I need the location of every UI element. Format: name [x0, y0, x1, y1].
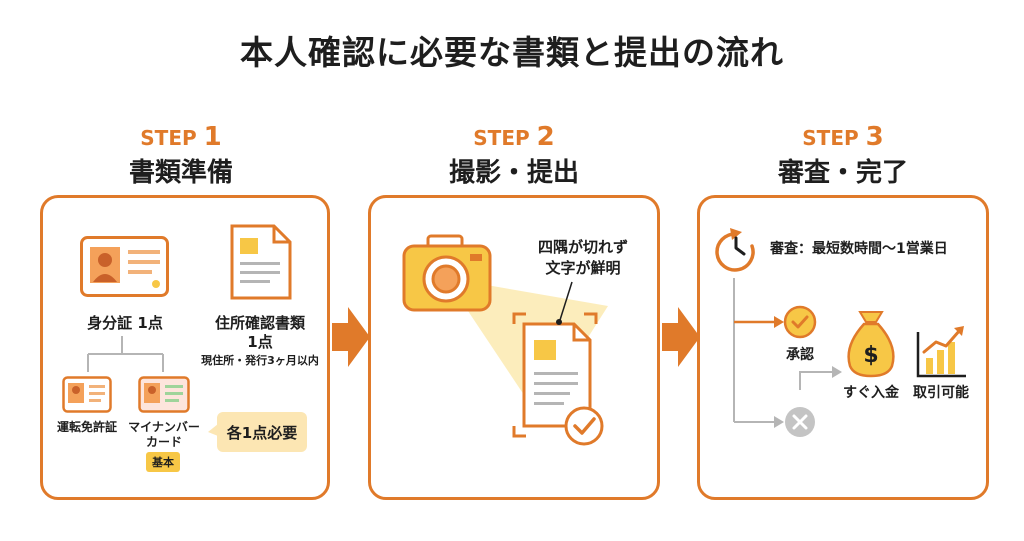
- check-circle-icon: [564, 406, 604, 446]
- each-note: 各1点必要: [226, 424, 298, 442]
- step3-label: STEP 3: [802, 122, 884, 152]
- id-card-icon: [80, 236, 169, 297]
- address-doc-label: 住所確認書類: [214, 314, 305, 332]
- clock-icon: [715, 228, 755, 272]
- basic-badge: 基本: [146, 452, 180, 472]
- step1-label: STEP 1: [140, 122, 222, 152]
- branch-lines: [87, 336, 164, 372]
- arrow-right-icon: [332, 307, 370, 367]
- step3-card: [697, 195, 989, 500]
- callout-line-2: 文字が鮮明: [545, 259, 621, 277]
- mynumber-card-icon: [138, 376, 190, 413]
- reject-x-icon: [785, 407, 815, 437]
- callout-bubble: [208, 412, 307, 452]
- step2-name: 撮影・提出: [448, 158, 579, 188]
- id-doc-label: 身分証 1点: [87, 314, 163, 332]
- approve-label: 承認: [786, 347, 814, 363]
- money-bag-icon: $: [847, 311, 895, 378]
- growth-chart-icon: [916, 326, 966, 378]
- deposit-label: すぐ入金: [843, 385, 899, 401]
- trade-label: 取引可能: [913, 385, 969, 401]
- address-count: 1点: [247, 333, 273, 351]
- mynumber-label-1: マイナンバー: [128, 420, 200, 434]
- step1-name: 書類準備: [128, 158, 233, 188]
- page-title: 本人確認に必要な書類と提出の流れ: [240, 33, 784, 72]
- svg-text:$: $: [863, 343, 878, 368]
- callout-line-1: 四隅が切れず: [537, 238, 628, 256]
- license-card-icon: [62, 376, 112, 413]
- step2-label: STEP 2: [473, 122, 555, 152]
- license-label: 運転免許証: [56, 420, 117, 434]
- address-note: 現住所・発行3ヶ月以内: [201, 354, 319, 367]
- camera-icon: [402, 234, 492, 312]
- document-icon: [230, 224, 292, 300]
- step3-name: 審査・完了: [777, 158, 908, 188]
- camera-scan-illustration: [402, 234, 608, 446]
- mynumber-label-2: カード: [145, 435, 182, 449]
- review-flow: $: [715, 228, 966, 437]
- arrow-right-icon: [662, 307, 700, 367]
- approve-check-icon: [783, 305, 817, 339]
- scanned-document-icon: [522, 322, 592, 428]
- review-time: 審査：最短数時間〜1営業日: [770, 241, 948, 257]
